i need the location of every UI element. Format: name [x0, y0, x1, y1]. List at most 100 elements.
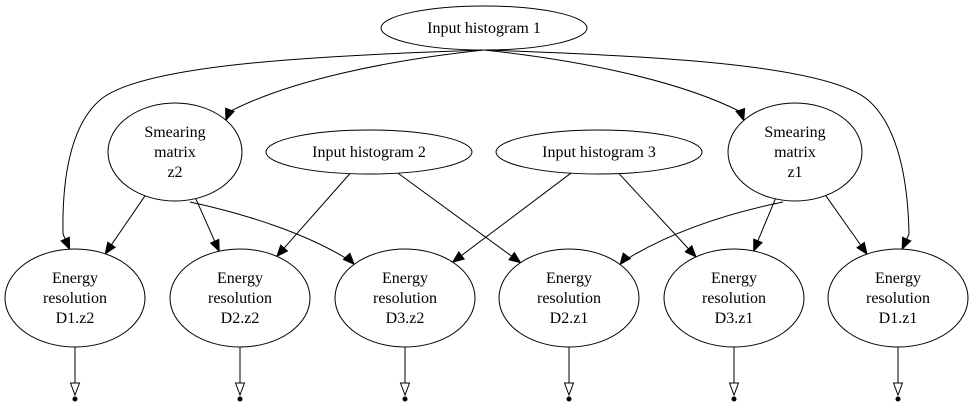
node-ellipse	[827, 248, 969, 348]
outputs-layer	[69, 347, 904, 402]
node-in1[interactable]: Input histogram 1	[380, 5, 588, 51]
output-erD1z1	[892, 347, 904, 402]
arrow-head	[225, 107, 235, 122]
output-sink-dot	[895, 396, 901, 402]
arrow-head	[856, 241, 868, 256]
node-ellipse	[498, 248, 640, 348]
node-smz1[interactable]: Smearing matrix z1	[727, 102, 863, 202]
node-ellipse	[495, 129, 703, 175]
edge-line	[757, 198, 776, 242]
edge-line	[62, 49, 485, 235]
node-label: resolution	[537, 290, 601, 307]
arrow-head	[275, 244, 289, 258]
node-label: Smearing	[764, 124, 825, 141]
node-label: Energy	[875, 270, 921, 287]
edge-line	[621, 201, 784, 263]
node-label: Input histogram 1	[427, 20, 541, 37]
node-ellipse	[4, 248, 146, 348]
output-arrow-head	[69, 382, 81, 397]
node-label: Energy	[52, 270, 98, 287]
node-label: D1.z2	[56, 310, 95, 327]
edge-in3-to-erD3z1	[618, 173, 697, 258]
node-label: Smearing	[144, 124, 205, 141]
edge-line	[825, 195, 862, 247]
node-in3[interactable]: Input histogram 3	[495, 129, 703, 175]
edge-line	[483, 49, 742, 113]
output-arrow-head	[728, 382, 740, 397]
edge-in1-to-erD1z1	[483, 49, 912, 251]
edge-line	[351, 261, 355, 265]
node-label: matrix	[774, 144, 816, 161]
node-ellipse	[169, 248, 311, 348]
edge-line	[228, 49, 485, 113]
edge-line	[110, 195, 146, 246]
arrow-head	[508, 251, 522, 264]
arrow-head	[451, 251, 466, 263]
node-ellipse	[663, 248, 805, 348]
edge-line	[901, 233, 910, 250]
edge-line	[397, 172, 513, 258]
node-label: Energy	[711, 270, 757, 287]
node-ellipse	[107, 102, 243, 202]
output-sink-dot	[731, 396, 737, 402]
edge-smz2-to-erD1z2	[104, 195, 146, 255]
nodes-layer: Input histogram 1 Input histogram 2 Input …	[4, 5, 969, 348]
node-label: Energy	[382, 270, 428, 287]
node-in2[interactable]: Input histogram 2	[265, 129, 473, 175]
output-erD2z1	[563, 347, 575, 402]
node-label: Input histogram 2	[312, 144, 426, 161]
arrow-head	[104, 241, 117, 255]
edge-line	[619, 261, 623, 265]
node-ellipse	[727, 102, 863, 202]
node-label: resolution	[373, 290, 437, 307]
edge-line	[618, 173, 690, 250]
output-arrow-head	[399, 382, 411, 397]
edge-line	[283, 173, 351, 250]
output-erD3z2	[399, 347, 411, 402]
output-erD3z1	[728, 347, 740, 402]
edge-line	[225, 111, 230, 121]
node-label: D2.z2	[221, 310, 260, 327]
node-label: resolution	[866, 290, 930, 307]
edge-in2-to-erD2z2	[275, 173, 351, 258]
node-smz2[interactable]: Smearing matrix z2	[107, 102, 243, 202]
node-label: Energy	[546, 270, 592, 287]
edge-line	[740, 111, 745, 121]
node-label: D3.z2	[386, 310, 425, 327]
node-label: Energy	[217, 270, 263, 287]
output-erD1z2	[69, 347, 81, 402]
output-arrow-head	[234, 382, 246, 397]
node-label: resolution	[208, 290, 272, 307]
arrow-head	[619, 252, 632, 266]
edge-smz1-to-erD1z1	[825, 195, 868, 256]
node-ellipse	[380, 5, 588, 51]
output-sink-dot	[402, 396, 408, 402]
arrow-head	[753, 238, 763, 253]
edge-line	[189, 201, 353, 263]
node-label: resolution	[702, 290, 766, 307]
output-sink-dot	[72, 396, 78, 402]
edge-in1-to-erD1z2	[60, 49, 485, 251]
node-label: matrix	[154, 144, 196, 161]
node-label: Input histogram 3	[542, 144, 656, 161]
node-label: D1.z1	[879, 310, 918, 327]
output-arrow-head	[563, 382, 575, 397]
edge-line	[460, 172, 572, 257]
output-erD2z2	[234, 347, 246, 402]
edge-in1-to-smz1	[483, 49, 746, 122]
node-ellipse	[334, 248, 476, 348]
node-label: z2	[167, 164, 182, 181]
edge-smz2-to-erD2z2	[195, 198, 220, 253]
edge-smz1-to-erD3z1	[753, 198, 776, 253]
edge-smz2-to-erD3z2	[189, 201, 356, 266]
node-label: z1	[787, 164, 802, 181]
edge-line	[195, 198, 216, 243]
edge-line	[483, 49, 910, 235]
